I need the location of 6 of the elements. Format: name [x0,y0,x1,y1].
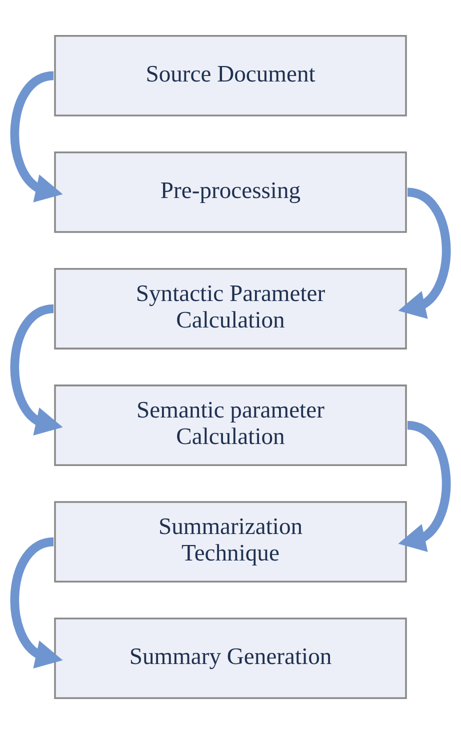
node-box: Syntactic Parameter Calculation [54,268,407,349]
node-box: Pre-processing [54,151,407,232]
node-box: Source Document [54,34,407,116]
node-box: Summarization Technique [54,500,407,582]
node-box: Semantic parameter Calculation [54,384,407,466]
node-box: Summary Generation [54,617,407,698]
